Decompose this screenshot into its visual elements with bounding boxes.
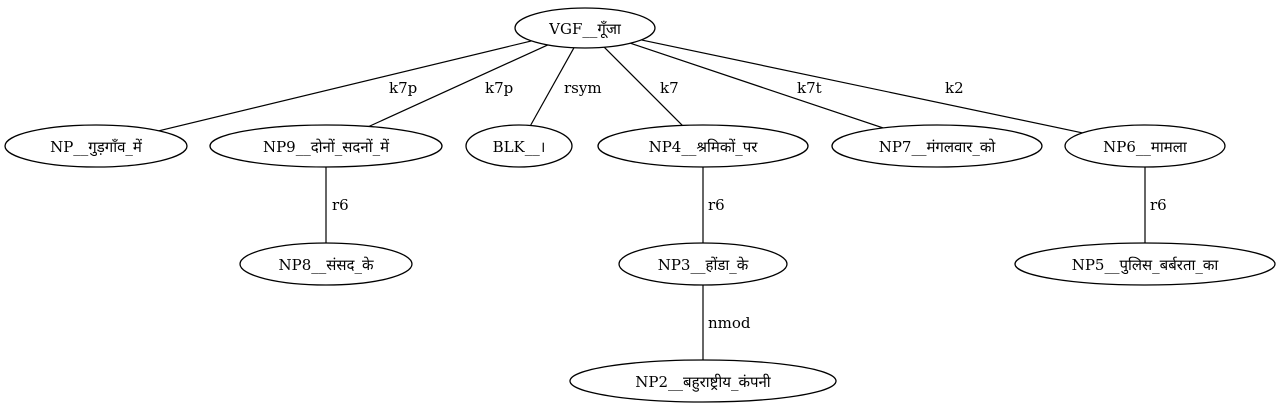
node-np7: NP7__मंगलवार_को	[831, 124, 1043, 168]
node-ellipse-np3	[618, 242, 788, 286]
node-label-np3: NP3__होंडा_के	[658, 256, 749, 274]
node-label-np4: NP4__श्रमिकों_पर	[649, 138, 759, 156]
node-ellipse-vgf	[514, 7, 656, 49]
edge-vgf-to-blk	[529, 47, 575, 126]
node-ellipse-np2	[569, 359, 837, 403]
node-np2: NP2__बहुराष्ट्रीय_कंपनी	[569, 359, 837, 403]
node-np4: NP4__श्रमिकों_पर	[597, 124, 809, 168]
node-label-np6: NP6__मामला	[1103, 138, 1188, 156]
node-vgf: VGF__गूँजा	[514, 7, 656, 49]
node-label-vgf: VGF__गूँजा	[548, 20, 622, 39]
node-ellipse-np6	[1064, 124, 1226, 168]
edge-vgf-to-np9	[368, 44, 549, 128]
node-label-np2: NP2__बहुराष्ट्रीय_कंपनी	[635, 373, 772, 392]
node-label-np-gurgaon: NP__गुड़गाँव_में	[50, 138, 143, 157]
node-ellipse-blk	[465, 124, 573, 168]
node-label-blk: BLK__।	[493, 138, 546, 156]
node-np6: NP6__मामला	[1064, 124, 1226, 168]
node-np-gurgaon: NP__गुड़गाँव_में	[4, 124, 188, 168]
node-ellipse-np5	[1014, 242, 1276, 286]
node-ellipse-np8	[239, 242, 413, 286]
node-ellipse-np4	[597, 124, 809, 168]
edge-vgf-to-np4	[603, 46, 683, 126]
edge-label-np-gurgaon: k7p	[389, 79, 417, 97]
edge-label-np9: k7p	[485, 79, 513, 97]
edge-label-np7: k7t	[797, 79, 822, 97]
node-np3: NP3__होंडा_के	[618, 242, 788, 286]
edge-vgf-to-np-gurgaon	[158, 40, 532, 132]
node-blk: BLK__।	[465, 124, 573, 168]
node-ellipse-np9	[209, 124, 443, 168]
edge-label-blk: rsym	[564, 79, 602, 97]
node-label-np8: NP8__संसद_के	[278, 256, 374, 274]
node-label-np5: NP5__पुलिस_बर्बरता_का	[1072, 256, 1220, 275]
edge-label-np3: r6	[708, 196, 725, 214]
node-ellipse-np7	[831, 124, 1043, 168]
node-np8: NP8__संसद_के	[239, 242, 413, 286]
node-ellipse-np-gurgaon	[4, 124, 188, 168]
node-np5: NP5__पुलिस_बर्बरता_का	[1014, 242, 1276, 286]
edge-label-np6: k2	[945, 79, 964, 97]
node-label-np9: NP9__दोनों_सदनों_में	[263, 138, 390, 156]
edge-vgf-to-np6	[641, 39, 1083, 134]
nodes-layer: VGF__गूँजा NP__गुड़गाँव_में NP9__दोनों_सदन…	[4, 7, 1276, 403]
node-np9: NP9__दोनों_सदनों_में	[209, 124, 443, 168]
edge-label-np2: nmod	[708, 314, 751, 332]
edge-label-np4: k7	[660, 79, 679, 97]
node-label-np7: NP7__मंगलवार_को	[879, 138, 997, 156]
edge-labels-layer: k7p k7p rsym k7 k7t k2 r6 r6 r6 nmod	[332, 79, 1167, 332]
edge-vgf-to-np7	[630, 42, 884, 129]
edge-label-np5: r6	[1150, 196, 1167, 214]
edge-label-np8: r6	[332, 196, 349, 214]
edges-layer	[158, 39, 1146, 360]
